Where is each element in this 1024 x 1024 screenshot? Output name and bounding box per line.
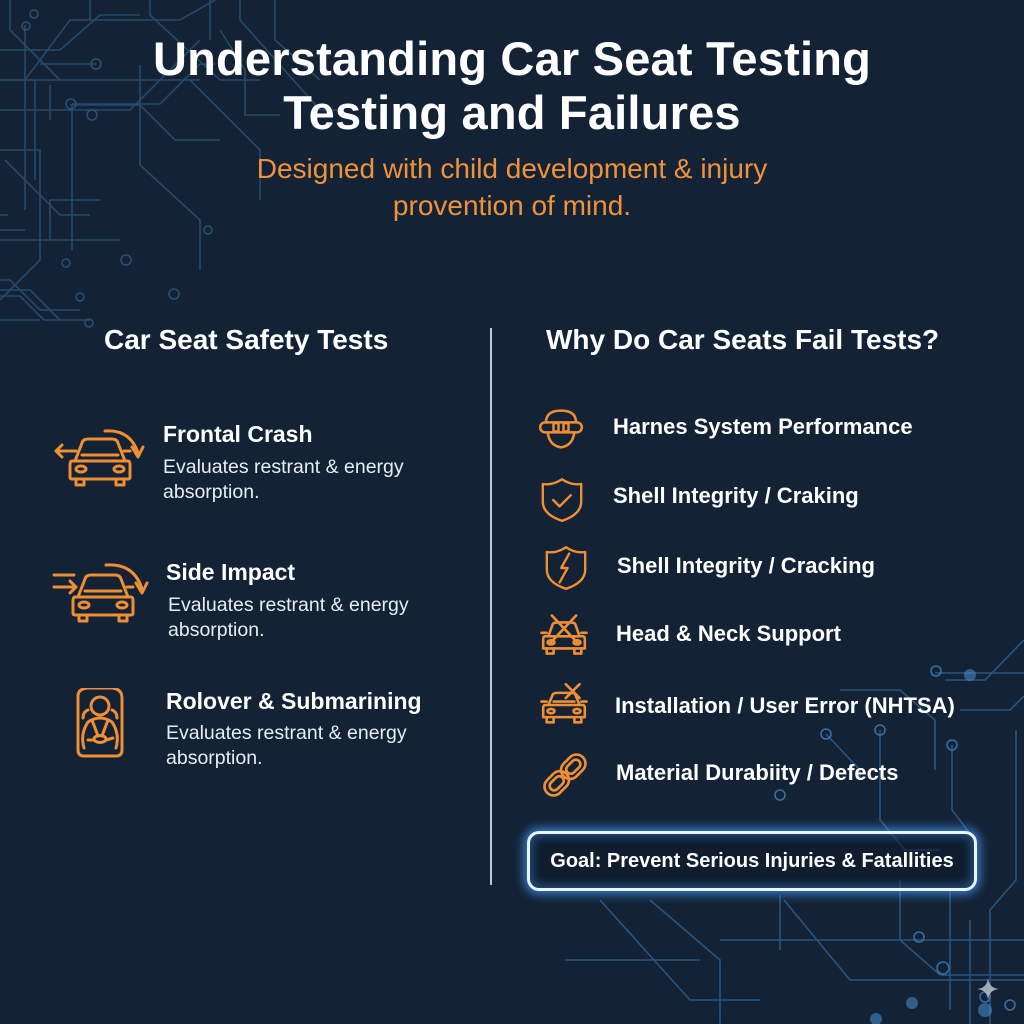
failure-item-material-durability: Material Durabiity / Defects: [530, 746, 990, 806]
failure-label: Shell Integrity / Cracking: [617, 553, 875, 578]
column-divider: [490, 328, 492, 885]
test-name: Rolover & Submarining: [166, 688, 422, 714]
test-name: Side Impact: [166, 559, 296, 585]
head-harness-icon: [538, 409, 584, 449]
title-line-2: Testing and Failures: [283, 86, 741, 139]
test-description: Evaluates restrant & energy absorption.: [166, 722, 407, 769]
failure-label: Material Durabiity / Defects: [616, 760, 899, 785]
failure-item-harness: Harnes System Performance: [530, 400, 990, 460]
car-frontal-crash-icon: [54, 429, 145, 487]
page-subtitle: Designed with child development & injury…: [0, 150, 1024, 224]
failure-label: Installation / User Error (NHTSA): [615, 693, 955, 718]
test-description: Evaluates restrant & energy absorption.: [168, 594, 409, 641]
goal-banner: Goal: Prevent Serious Injuries & Fatalli…: [527, 831, 977, 891]
car-x-mark-icon: [540, 682, 588, 724]
right-column-heading: Why Do Car Seats Fail Tests?: [546, 324, 940, 355]
test-item-side-impact: Side Impact Evaluates restrant & energy …: [50, 559, 470, 649]
test-name: Frontal Crash: [163, 421, 313, 447]
failure-label: Harnes System Performance: [613, 414, 913, 439]
failure-item-head-neck: Head & Neck Support: [530, 608, 990, 668]
failure-item-shell-cracking: Shell Integrity / Cracking: [530, 538, 990, 598]
failure-item-installation: Installation / User Error (NHTSA): [530, 676, 990, 736]
page-title: Understanding Car Seat Testing Testing a…: [0, 32, 1024, 140]
test-item-rollover-submarining: Rolover & Submarining Evaluates restrant…: [50, 688, 470, 778]
subtitle-line-2: provention of mind.: [392, 190, 632, 221]
shield-crack-icon: [545, 546, 587, 590]
subtitle-line-1: Designed with child development & injury: [256, 153, 768, 184]
chain-link-icon: [543, 753, 587, 797]
test-description: Evaluates restrant & energy absorption.: [163, 456, 404, 503]
failure-label: Shell Integrity / Craking: [613, 483, 859, 508]
test-item-frontal-crash: Frontal Crash Evaluates restrant & energ…: [50, 421, 470, 511]
title-line-1: Understanding Car Seat Testing: [152, 32, 872, 85]
car-side-impact-icon: [52, 563, 149, 623]
car-cross-icon: [540, 614, 588, 655]
sparkle-icon: [977, 978, 999, 1000]
failure-label: Head & Neck Support: [616, 621, 841, 646]
child-seat-harness-icon: [76, 688, 124, 758]
failure-item-shell-craking: Shell Integrity / Craking: [530, 470, 990, 530]
shield-check-icon: [541, 478, 583, 522]
left-column-heading: Car Seat Safety Tests: [104, 324, 389, 355]
